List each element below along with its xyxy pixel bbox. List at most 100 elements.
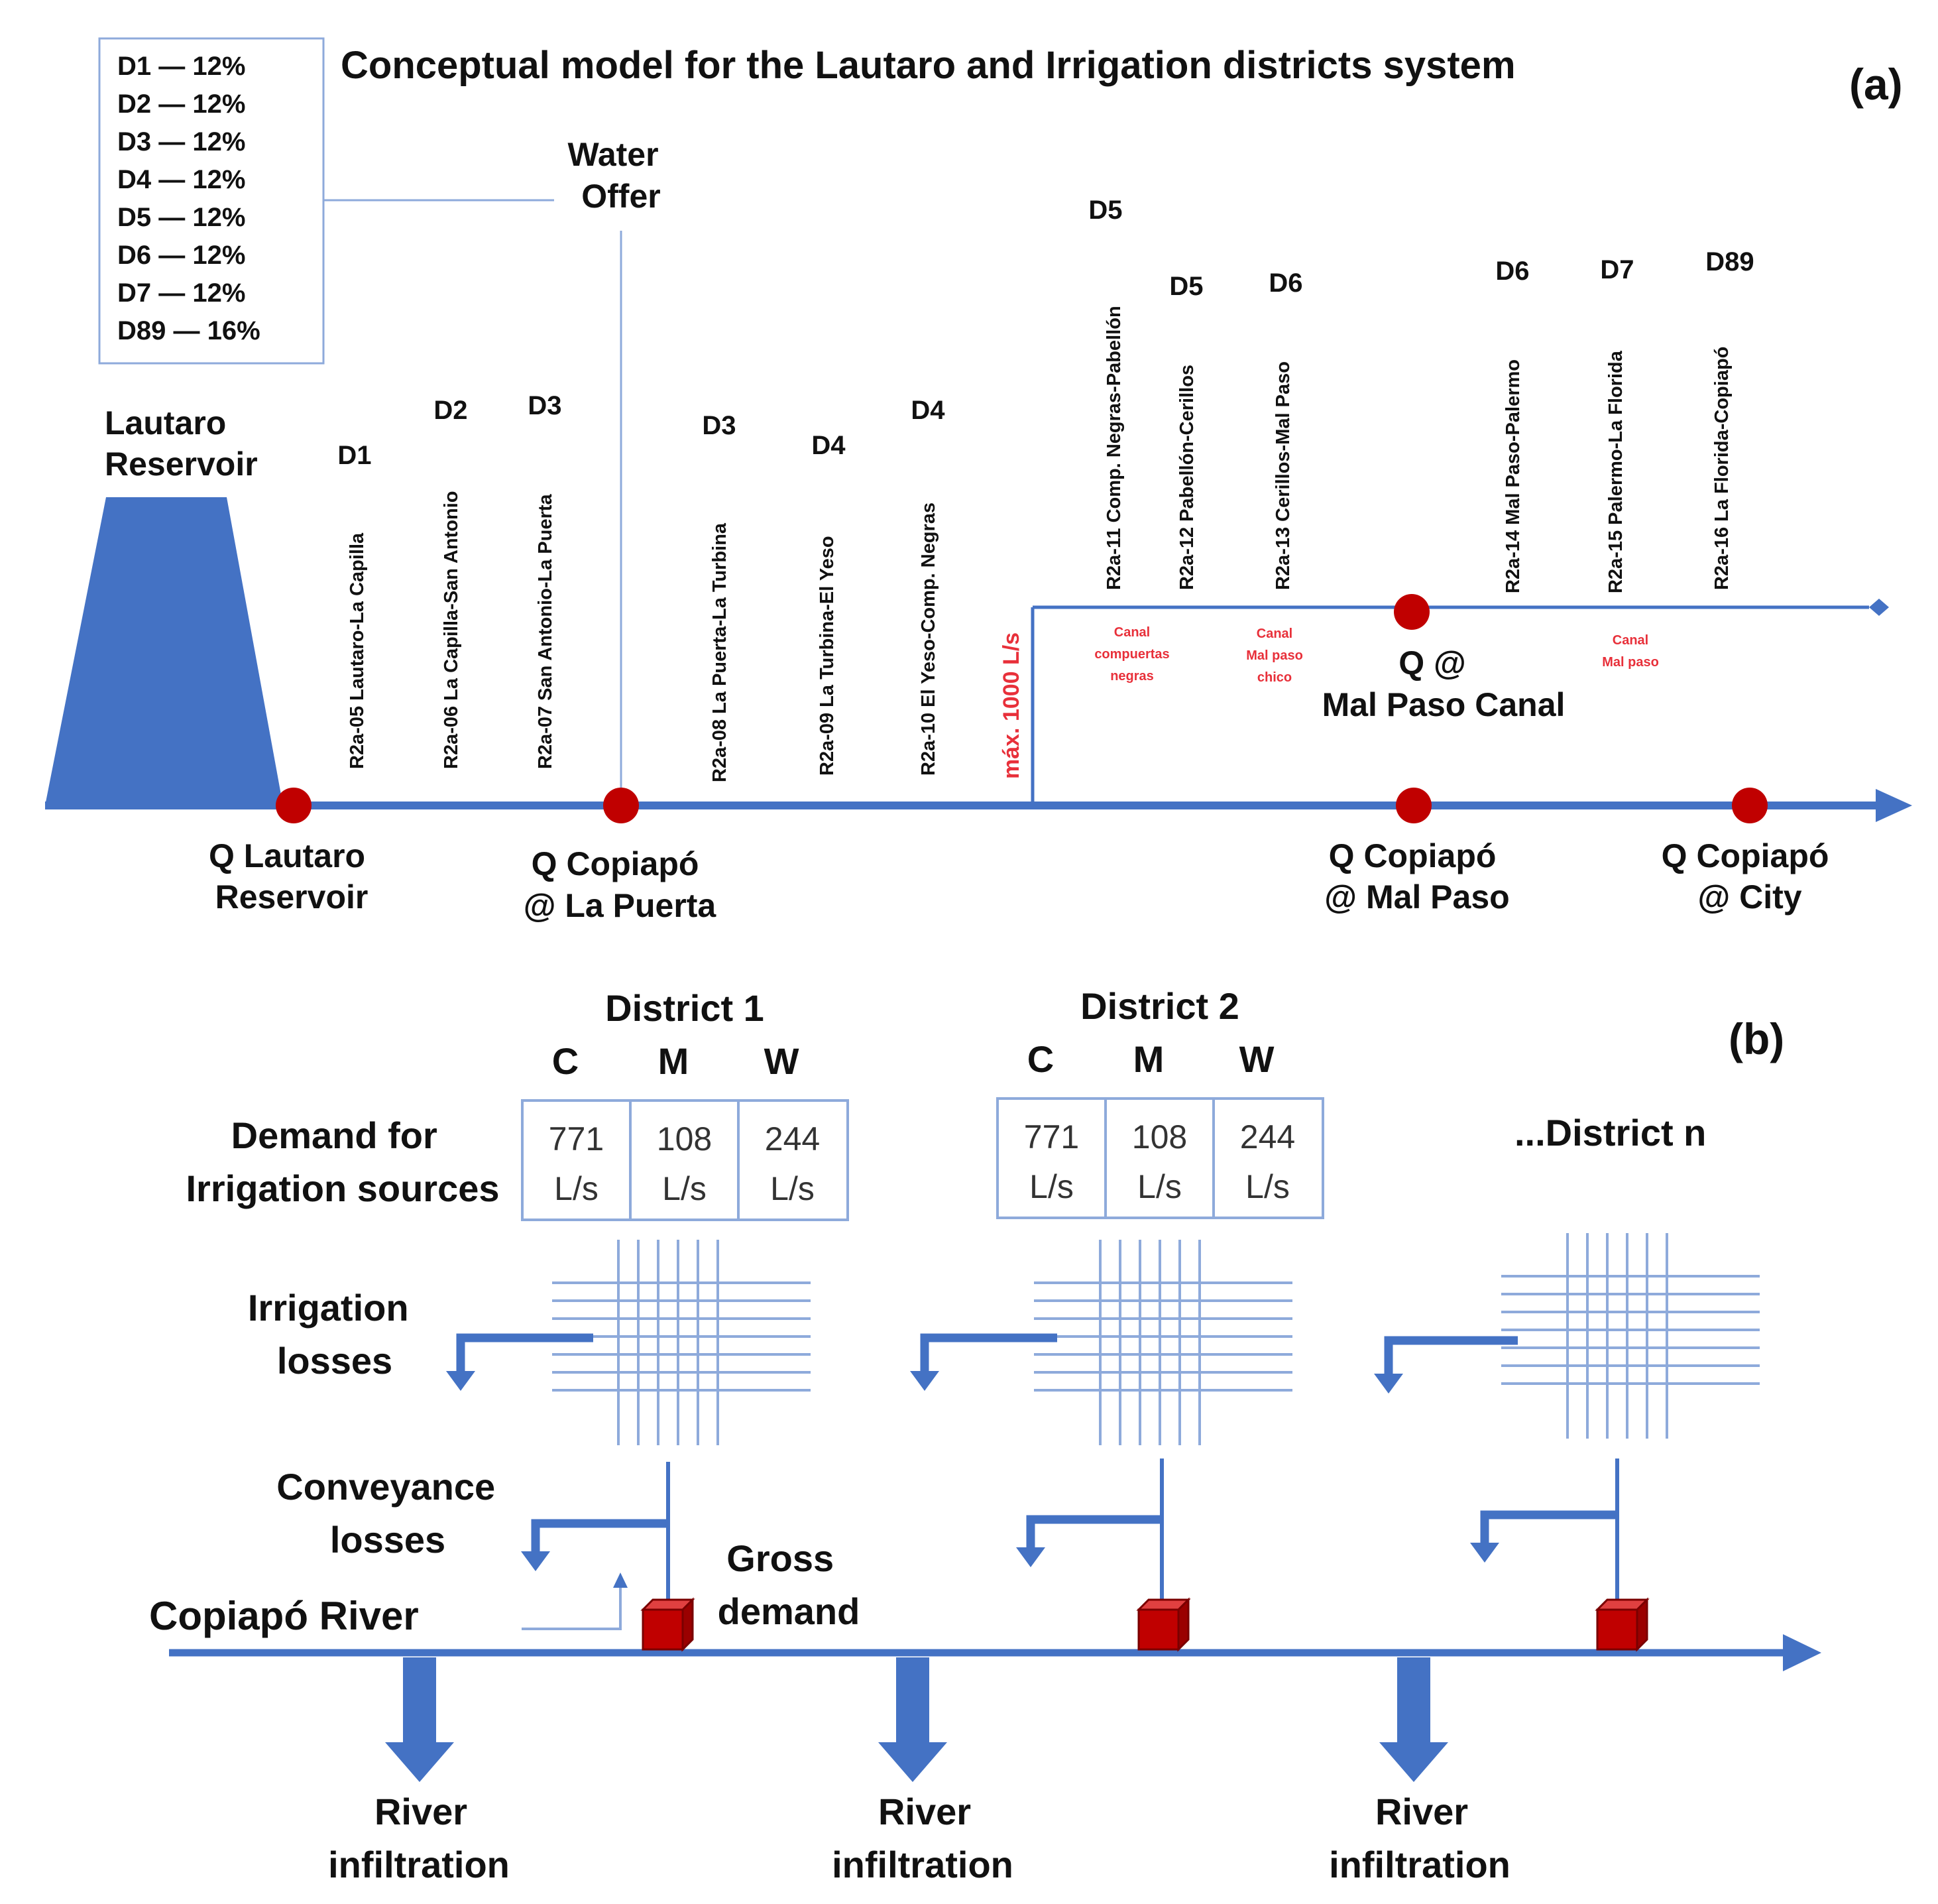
node-lautaro-reservoir[interactable]: [276, 788, 312, 823]
segment-name: R2a-05 Lautaro-La Capilla: [347, 532, 368, 769]
max-flow-label: máx. 1000 L/s: [999, 632, 1024, 779]
irrigation-losses-label: Irrigation losses: [248, 1287, 419, 1382]
node-copiapo-la-puerta[interactable]: [603, 788, 639, 823]
node-mal-paso-canal[interactable]: [1394, 594, 1430, 630]
demand-table-border: [996, 1097, 1324, 1219]
conveyance-losses-label: Conveyance losses: [276, 1466, 506, 1561]
gross-demand-box-front: [1596, 1608, 1638, 1651]
demand-value: 244: [765, 1120, 820, 1158]
water-offer-line-1: Water: [568, 136, 659, 173]
river-inlet-arrowhead: [613, 1573, 628, 1588]
gross-demand-box[interactable]: [1595, 1597, 1650, 1652]
copiapo-river-arrowhead: [1783, 1634, 1821, 1671]
legend-item: D89 — 16%: [117, 316, 260, 345]
river-label: Copiapó River: [149, 1594, 419, 1638]
demand-value: 771: [549, 1120, 604, 1158]
water-offer-line-2: Offer: [581, 178, 660, 215]
segment-name: R2a-12 Pabellón-Cerillos: [1176, 365, 1198, 590]
node-label-la-puerta-line-1: Q Copiapó: [532, 845, 699, 882]
demand-unit: L/s: [554, 1170, 598, 1207]
district-title: District 2: [1080, 985, 1239, 1027]
reservoir-label-line-2: Reservoir: [105, 446, 258, 483]
diagram-title: Conceptual model for the Lautaro and Irr…: [341, 44, 1516, 87]
segment-district: D5: [1088, 196, 1122, 225]
panel-a-label: (a): [1849, 60, 1903, 109]
node-copiapo-mal-paso[interactable]: [1396, 788, 1432, 823]
irrigation-loss-arrow: [1384, 1336, 1518, 1377]
canal-label-line: Mal paso: [1246, 648, 1303, 663]
canal-label-line: Mal paso: [1602, 655, 1659, 670]
legend-box: [98, 37, 325, 365]
irrigation-losses-line-1: Irrigation: [248, 1287, 409, 1329]
demand-label: Demand for Irrigation sources: [186, 1114, 499, 1209]
demand-unit: L/s: [662, 1170, 707, 1207]
demand-value: 108: [1132, 1118, 1187, 1156]
node-label-mal-paso-canal: Q @ Mal Paso Canal: [1322, 644, 1566, 723]
infiltration-arrow-shaft: [403, 1657, 436, 1744]
node-label-city-line-1: Q Copiapó: [1662, 837, 1829, 874]
segment-name: R2a-09 La Turbina-El Yeso: [817, 536, 838, 776]
irrigation-field-grids: [552, 1233, 1760, 1445]
node-copiapo-city[interactable]: [1732, 788, 1768, 823]
gross-demand-box-front: [642, 1608, 684, 1651]
field-grid: [1034, 1240, 1292, 1445]
gross-demand-box-front: [1137, 1608, 1180, 1651]
node-label-mal-paso-canal-line-2: Mal Paso Canal: [1322, 686, 1566, 723]
demand-label-line-1: Demand for: [231, 1114, 437, 1156]
reservoir-label: Lautaro Reservoir: [105, 404, 258, 483]
canal-label-line: Canal: [1114, 625, 1150, 640]
gross-demand-box[interactable]: [640, 1597, 695, 1652]
infiltration-label-line: infiltration: [1329, 1844, 1510, 1885]
segment-name: R2a-16 La Florida-Copiapó: [1711, 347, 1733, 590]
demand-column-header: M: [1133, 1038, 1165, 1080]
segment-district: D7: [1600, 255, 1634, 284]
conveyance-loss-arrow: [1480, 1510, 1617, 1545]
segment-district: D6: [1269, 268, 1302, 298]
segment-name: R2a-15 Palermo-La Florida: [1605, 350, 1626, 593]
segment-name: R2a-13 Cerillos-Mal Paso: [1273, 361, 1294, 590]
infiltration-label-line: River: [374, 1791, 467, 1832]
gross-demand-boxes: [640, 1597, 1650, 1652]
node-label-mal-paso-line-2: @ Mal Paso: [1324, 878, 1509, 916]
irrigation-loss-arrowhead: [446, 1371, 475, 1391]
irrigation-loss-arrowhead: [910, 1371, 939, 1391]
legend-item: D2 — 12%: [117, 89, 245, 119]
node-label-city-line-2: @ City: [1697, 878, 1801, 916]
demand-column-header: C: [1027, 1038, 1054, 1080]
segment-district: D4: [911, 396, 945, 425]
segment-name: R2a-08 La Puerta-La Turbina: [709, 522, 730, 782]
conveyance-losses-line-1: Conveyance: [276, 1466, 495, 1508]
gross-demand-box-side: [1636, 1597, 1648, 1652]
node-label-mal-paso-canal-line-1: Q @: [1398, 644, 1466, 682]
gross-demand-label: Gross demand: [718, 1537, 860, 1632]
gross-demand-box[interactable]: [1136, 1597, 1191, 1652]
infiltration-arrowhead: [1379, 1742, 1448, 1782]
field-grid: [552, 1240, 811, 1445]
legend: D1 — 12%D2 — 12%D3 — 12%D4 — 12%D5 — 12%…: [117, 52, 260, 345]
canal-label-line: negras: [1110, 669, 1154, 684]
segment-district: D3: [528, 391, 561, 420]
conveyance-loss-arrowhead: [1470, 1543, 1499, 1563]
panel-a: D1 — 12%D2 — 12%D3 — 12%D4 — 12%D5 — 12%…: [45, 37, 1912, 924]
demand-unit: L/s: [770, 1170, 815, 1207]
river-inlet-arrow: [522, 1584, 622, 1630]
node-label-mal-paso-line-1: Q Copiapó: [1329, 837, 1497, 874]
canal-label-line: Canal: [1257, 626, 1292, 641]
infiltration-arrowhead: [878, 1742, 947, 1782]
infiltration-label-line: infiltration: [328, 1844, 510, 1885]
demand-value: 108: [657, 1120, 712, 1158]
lautaro-reservoir-shape: [45, 497, 283, 805]
demand-column-header: C: [552, 1040, 579, 1082]
legend-item: D5 — 12%: [117, 203, 245, 232]
infiltration-label-line: River: [878, 1791, 971, 1832]
segment-district: D4: [811, 431, 846, 460]
canal-label-line: Canal: [1613, 633, 1648, 648]
